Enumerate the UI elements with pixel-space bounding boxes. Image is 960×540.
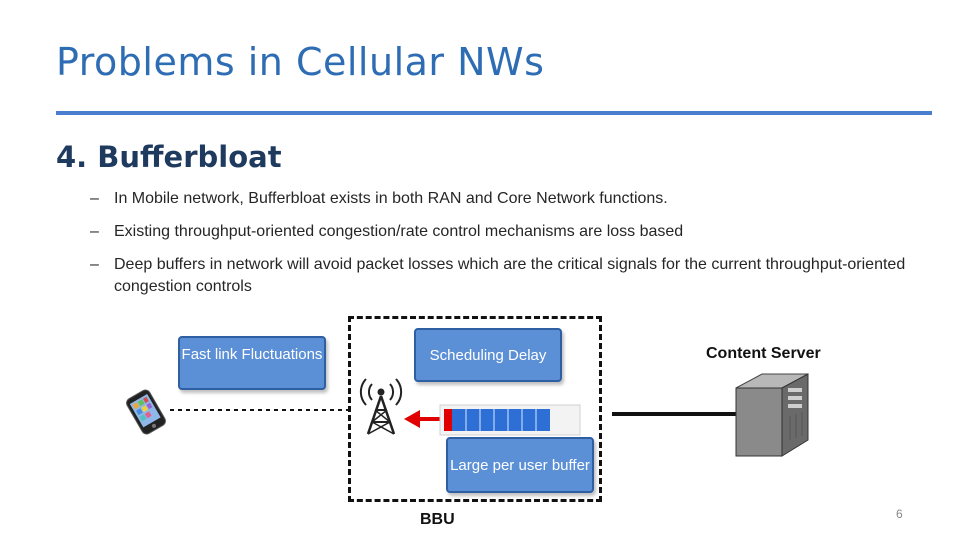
scheduling-delay-callout: Scheduling Delay: [414, 328, 562, 382]
bullet-text: Deep buffers in network will avoid packe…: [114, 256, 906, 295]
page-number: 6: [896, 507, 903, 521]
content-server-label: Content Server: [706, 345, 821, 362]
fast-link-callout: Fast link Fluctuations: [178, 336, 326, 390]
bbu-boundary: [348, 316, 602, 502]
bullet-item: –Deep buffers in network will avoid pack…: [90, 254, 910, 298]
section-heading: 4. Bufferbloat: [56, 140, 282, 174]
bullet-item: –In Mobile network, Bufferbloat exists i…: [90, 188, 910, 210]
bbu-label: BBU: [420, 511, 455, 528]
bullet-dash: –: [90, 256, 99, 273]
bullet-dash: –: [90, 190, 99, 207]
buffer-queue-icon: [439, 404, 581, 436]
title-divider: [56, 111, 932, 115]
bullet-item: –Existing throughput-oriented congestion…: [90, 221, 910, 243]
smartphone-icon: [126, 389, 166, 435]
cell-tower-icon: [359, 378, 403, 435]
bullet-text: Existing throughput-oriented congestion/…: [114, 223, 684, 240]
bullet-dash: –: [90, 223, 99, 240]
bullet-list: –In Mobile network, Bufferbloat exists i…: [90, 188, 910, 309]
per-user-buffer-callout: Large per user buffer: [446, 437, 594, 493]
server-icon: [735, 373, 809, 457]
slide-title: Problems in Cellular NWs: [56, 40, 545, 84]
bullet-text: In Mobile network, Bufferbloat exists in…: [114, 190, 668, 207]
